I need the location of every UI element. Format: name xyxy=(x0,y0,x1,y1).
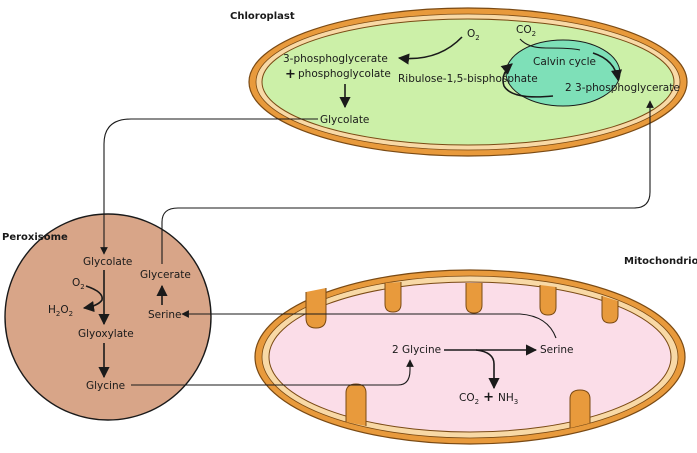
calvin-cycle-label: Calvin cycle xyxy=(533,56,596,68)
crista-top-1 xyxy=(305,288,327,329)
glyoxylate-label: Glyoxylate xyxy=(78,328,134,340)
o2-peroxisome-label: O2 xyxy=(72,277,85,291)
co2-label: CO2 xyxy=(516,24,536,38)
crista-bottom-2 xyxy=(569,389,591,428)
phosphoglycerate-label: 3-phosphoglycerate xyxy=(283,53,388,65)
plus-sign: + xyxy=(285,67,296,82)
crista-bottom-1 xyxy=(345,383,367,426)
glycolate-peroxisome-label: Glycolate xyxy=(83,256,132,268)
peroxisome-title: Peroxisome xyxy=(2,232,68,243)
o2-label: O2 xyxy=(467,28,480,42)
two-phosphoglycerate-label: 2 3-phosphoglycerate xyxy=(565,82,680,94)
glycolate-export-arrow xyxy=(100,118,318,255)
crista-top-4 xyxy=(539,285,557,316)
o2-to-phosphoglycerate-arrow xyxy=(397,36,463,65)
serine-peroxisome-label: Serine xyxy=(148,309,181,321)
mitochondrion xyxy=(254,269,686,445)
h2o2-label: H2O2 xyxy=(48,304,73,318)
glycerate-label: Glycerate xyxy=(140,269,191,281)
crista-top-2 xyxy=(384,282,402,313)
co2-nh3-release-arrow xyxy=(475,349,500,390)
crista-top-3 xyxy=(465,283,483,314)
glycine-peroxisome-label: Glycine xyxy=(86,380,125,392)
calvin-bottom-arc-arrow xyxy=(500,63,554,98)
phosphoglycolate-label: phosphoglycolate xyxy=(298,68,391,80)
calvin-top-arc-arrow xyxy=(592,52,623,82)
co2-into-calvin-arrow xyxy=(519,38,581,51)
glycine-to-mitochondrion-arrow xyxy=(131,359,414,386)
crista-top-5 xyxy=(601,296,619,324)
chloroplast-title: Chloroplast xyxy=(230,11,295,22)
two-glycine-label: 2 Glycine xyxy=(392,344,441,356)
rubp-label: Ribulose-1,5-bisphosphate xyxy=(398,73,538,85)
co2-nh3-label: CO2+NH3 xyxy=(459,390,518,406)
mitochondrion-title: Mitochondrion xyxy=(624,256,697,267)
glycerate-to-chloroplast-arrow xyxy=(161,100,654,264)
o2-to-h2o2-arrow xyxy=(82,285,103,313)
glycolate-chloroplast-label: Glycolate xyxy=(320,114,369,126)
chloroplast xyxy=(248,7,688,157)
serine-to-peroxisome-arrow xyxy=(181,310,557,339)
serine-mito-label: Serine xyxy=(540,344,573,356)
